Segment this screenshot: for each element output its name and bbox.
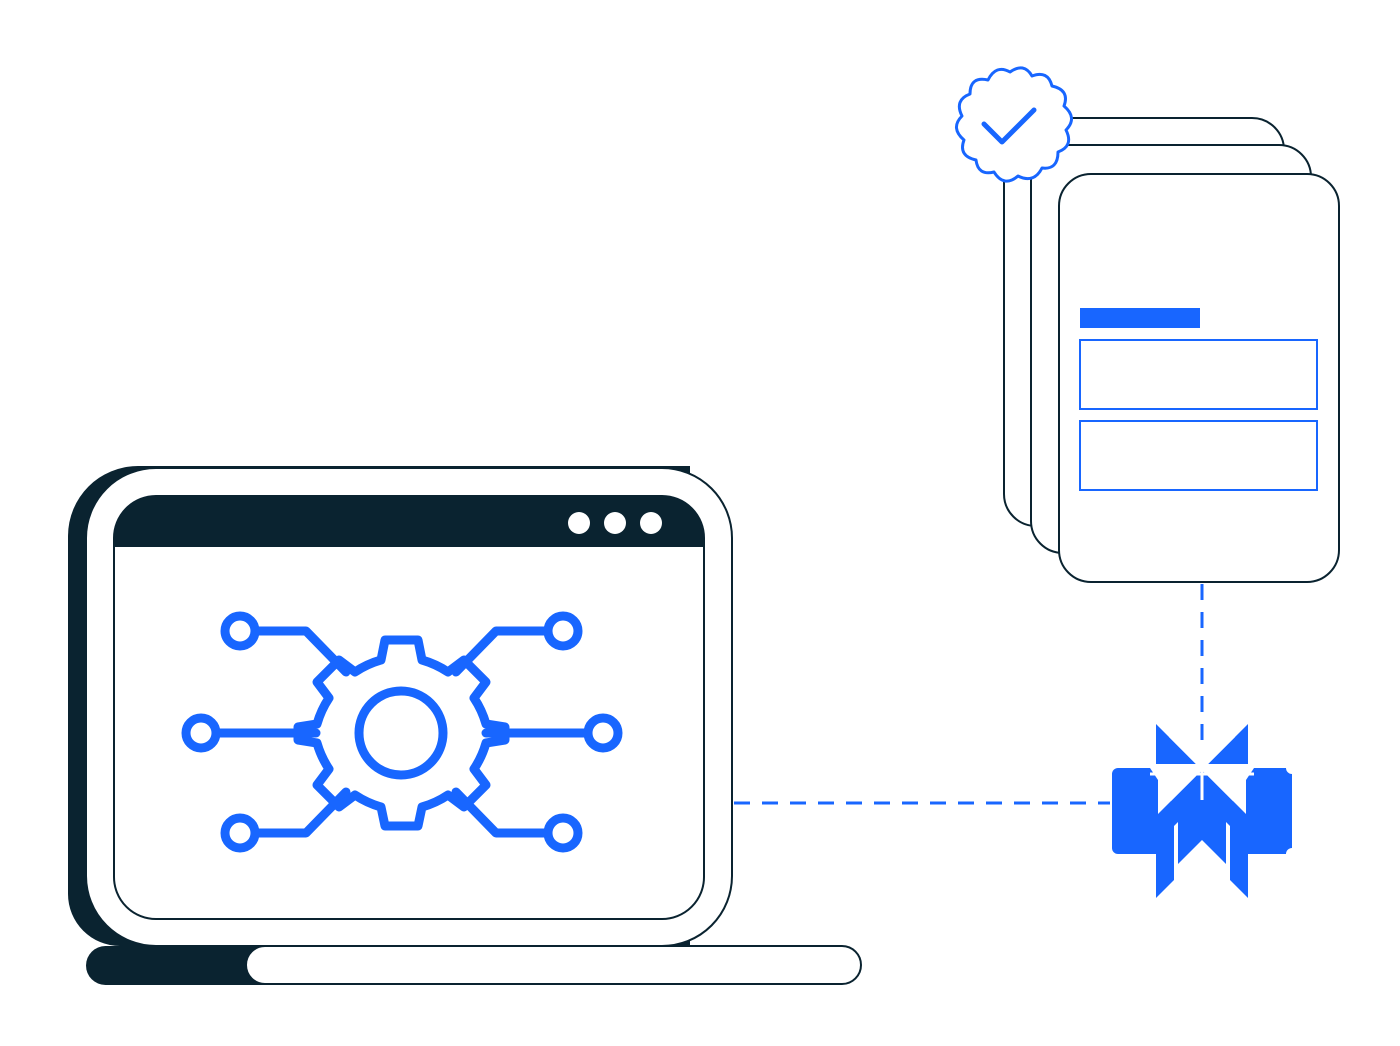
checkmark-icon [981,107,1037,145]
document-field-1 [1079,339,1318,410]
gear-icon [293,635,510,831]
window-title-bar [114,496,704,547]
connector-logo-icon [1112,724,1292,898]
laptop-display [113,495,705,920]
document-field-2 [1079,420,1318,491]
connector-lines [734,584,1204,805]
laptop-base [245,945,862,985]
verified-badge-icon [955,66,1073,183]
window-dots-icon [568,512,662,534]
document-stack-icon [1003,117,1340,583]
gear-circuit-icon [181,611,623,853]
document-heading-bar [1080,308,1200,328]
